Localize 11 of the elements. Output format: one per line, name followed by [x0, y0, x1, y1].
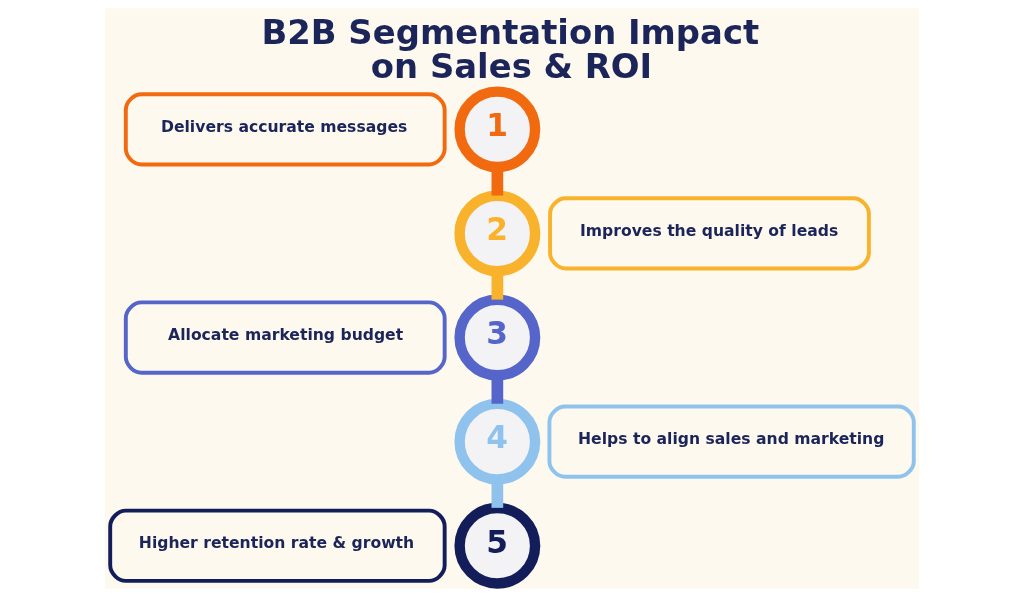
node-circle: 2 — [454, 190, 541, 277]
node-box: Allocate marketing budget — [123, 300, 447, 375]
node-box: Helps to align sales and marketing — [547, 404, 916, 479]
node-circle: 1 — [454, 86, 541, 173]
node-box: Improves the quality of leads — [548, 196, 871, 271]
diagram-title: B2B Segmentation Impact on Sales & ROI — [261, 13, 760, 87]
node-circle: 3 — [454, 294, 541, 381]
node-box: Higher retention rate & growth — [108, 508, 447, 583]
node-box: Delivers accurate messages — [123, 92, 447, 167]
node-circle: 5 — [454, 502, 541, 589]
node-circle: 4 — [454, 398, 541, 485]
